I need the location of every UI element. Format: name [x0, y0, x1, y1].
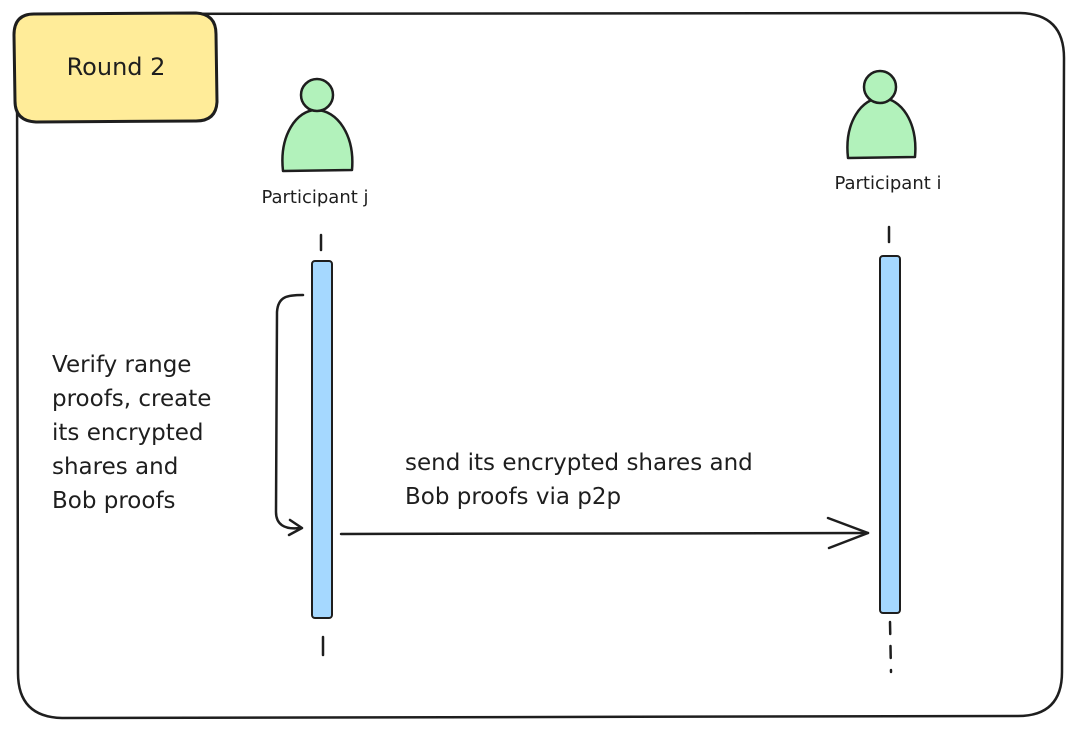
activation-bar	[311, 260, 333, 619]
message-line-shaft	[339, 531, 870, 536]
note-line: shares and	[52, 454, 178, 480]
message-line: Bob proofs via p2p	[405, 484, 621, 510]
activation-bar	[879, 255, 901, 614]
note-line: its encrypted	[52, 420, 204, 446]
participant-label: Participant j	[261, 187, 368, 208]
person-icon	[281, 77, 354, 173]
note-text: Verify range proofs, create its encrypte…	[52, 352, 219, 514]
participant-label: Participant i	[834, 173, 941, 194]
note-line: Bob proofs	[52, 488, 176, 514]
self-arrow	[274, 293, 305, 530]
note-line: proofs, create	[52, 386, 211, 412]
participant-j: Participant j	[261, 77, 369, 657]
participant-i: Participant i	[834, 69, 942, 674]
round-badge-box	[12, 11, 219, 124]
note-line: Verify range	[52, 352, 191, 378]
person-icon	[846, 69, 917, 160]
message-line: send its encrypted shares and	[405, 450, 753, 476]
message-arrowhead	[826, 516, 870, 550]
lifeline-bottom	[888, 620, 893, 674]
message-text: send its encrypted shares and Bob proofs…	[405, 450, 760, 510]
round-badge: Round 2	[12, 11, 219, 124]
self-note: Verify range proofs, create its encrypte…	[52, 293, 305, 537]
round-label: Round 2	[67, 53, 166, 81]
self-arrowhead	[287, 518, 304, 537]
message-arrow: send its encrypted shares and Bob proofs…	[339, 450, 870, 550]
